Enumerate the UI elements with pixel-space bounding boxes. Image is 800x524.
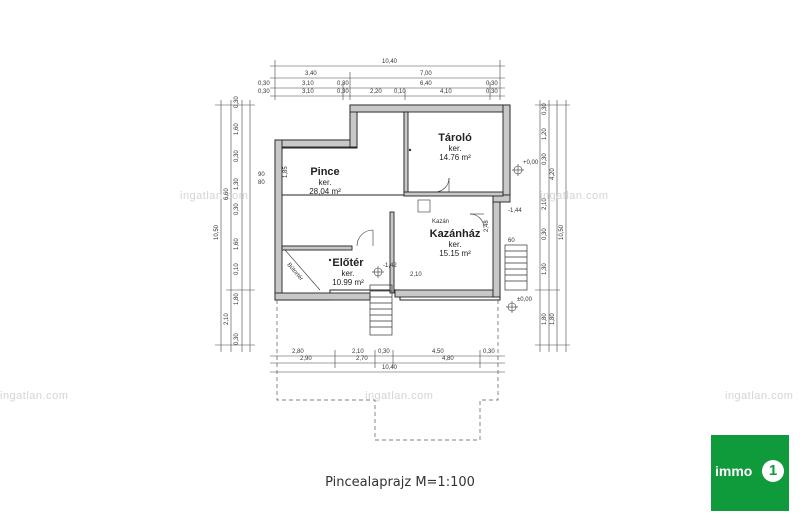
dim-bottom: 0,30	[483, 349, 495, 355]
dim-left: 0,30	[234, 96, 240, 108]
dim-right: 1,30	[542, 263, 548, 275]
dim-top: 0,30	[486, 81, 498, 87]
dim-left: 10,50	[214, 224, 220, 240]
dim-left: 1,30	[234, 178, 240, 190]
room-area: 28,04 m²	[309, 187, 341, 196]
dim-left: 1,60	[234, 238, 240, 250]
dim-right: 4,20	[550, 168, 556, 180]
room-sub: ker.	[448, 144, 462, 153]
dim-bottom: 2,70	[356, 356, 368, 362]
dim-top: 3,40	[305, 71, 317, 77]
dim-top: 7,00	[420, 71, 432, 77]
room-name: Kazánház	[429, 228, 481, 240]
dim-bottom: 10,40	[382, 365, 398, 371]
opening-label: 80	[258, 180, 265, 186]
kazan-label: Kazán	[432, 219, 450, 225]
dim-left: 6,60	[224, 188, 230, 200]
level-label: -1,42	[383, 263, 397, 269]
dim-right: 0,30	[542, 153, 548, 165]
level-label: -1,44	[508, 208, 522, 214]
opening-label: 1,85	[283, 166, 289, 178]
dim-top: 2,20	[370, 89, 382, 95]
dim-right: 2,10	[542, 198, 548, 210]
room-label-eloter: Előtér ker. 10.99 m²	[318, 257, 378, 287]
watermark: ingatlan.com	[0, 390, 69, 402]
opening-label: 2,48	[484, 220, 490, 232]
dim-left: 1,60	[234, 123, 240, 135]
level-label: ±0,00	[517, 297, 532, 303]
dim-right: 1,80	[550, 313, 556, 325]
dim-right: 0,30	[542, 103, 548, 115]
dim-top: 3,10	[302, 81, 314, 87]
dim-bottom: 4,80	[442, 356, 454, 362]
dim-right: 0,30	[542, 228, 548, 240]
dim-left: 2,10	[224, 313, 230, 325]
dim-top: 4,10	[440, 89, 452, 95]
room-sub: ker.	[448, 240, 462, 249]
room-label-kazanhaz: Kazánház ker. 15.15 m²	[422, 228, 488, 258]
dim-bottom: 0,30	[378, 349, 390, 355]
room-area: 14.76 m²	[439, 153, 471, 162]
dim-top: 0,10	[394, 89, 406, 95]
room-area: 15.15 m²	[439, 249, 471, 258]
dim-left: 1,80	[234, 293, 240, 305]
dim-left: 0,30	[234, 333, 240, 345]
dim-left: 0,30	[234, 203, 240, 215]
room-label-tarolo: Tároló ker. 14.76 m²	[425, 132, 485, 162]
room-name: Előtér	[332, 257, 364, 269]
dim-top: 6,40	[420, 81, 432, 87]
room-label-pince: Pince ker. 28,04 m²	[295, 166, 355, 196]
dim-top: 0,30	[258, 81, 270, 87]
room-sub: ker.	[341, 269, 355, 278]
dim-top: 0,30	[486, 89, 498, 95]
dim-top: 3,10	[302, 89, 314, 95]
opening-label: 60	[508, 238, 515, 244]
watermark: ingatlan.com	[725, 390, 794, 402]
logo-digit: 1	[762, 460, 784, 482]
room-sub: ker.	[318, 178, 332, 187]
room-name: Pince	[310, 166, 340, 178]
logo-text: immo	[715, 463, 753, 479]
dim-right: 10,50	[559, 224, 565, 240]
dim-top: 0,30	[337, 89, 349, 95]
dim-bottom: 2,80	[292, 349, 304, 355]
level-label: +0,00	[523, 160, 539, 166]
watermark: ingatlan.com	[365, 390, 434, 402]
dim-bottom: 2,90	[300, 356, 312, 362]
dim-top: 10,40	[382, 59, 398, 65]
dim-left: 0,30	[234, 150, 240, 162]
dim-right: 1,20	[542, 128, 548, 140]
dim-top: 0,30	[337, 81, 349, 87]
immo1-logo: immo 1	[711, 435, 789, 511]
room-name: Tároló	[438, 132, 472, 144]
opening-label: 2,10	[410, 272, 422, 278]
room-area: 10.99 m²	[332, 278, 364, 287]
dim-bottom: 4,50	[432, 349, 444, 355]
dim-right: 1,80	[542, 313, 548, 325]
dim-left: 0,10	[234, 263, 240, 275]
watermark: ingatlan.com	[540, 190, 609, 202]
dim-bottom: 2,10	[352, 349, 364, 355]
watermark: ingatlan.com	[180, 190, 249, 202]
opening-label: 90	[258, 172, 265, 178]
plan-caption: Pincealaprajz M=1:100	[325, 475, 475, 490]
dim-top: 0,30	[258, 89, 270, 95]
